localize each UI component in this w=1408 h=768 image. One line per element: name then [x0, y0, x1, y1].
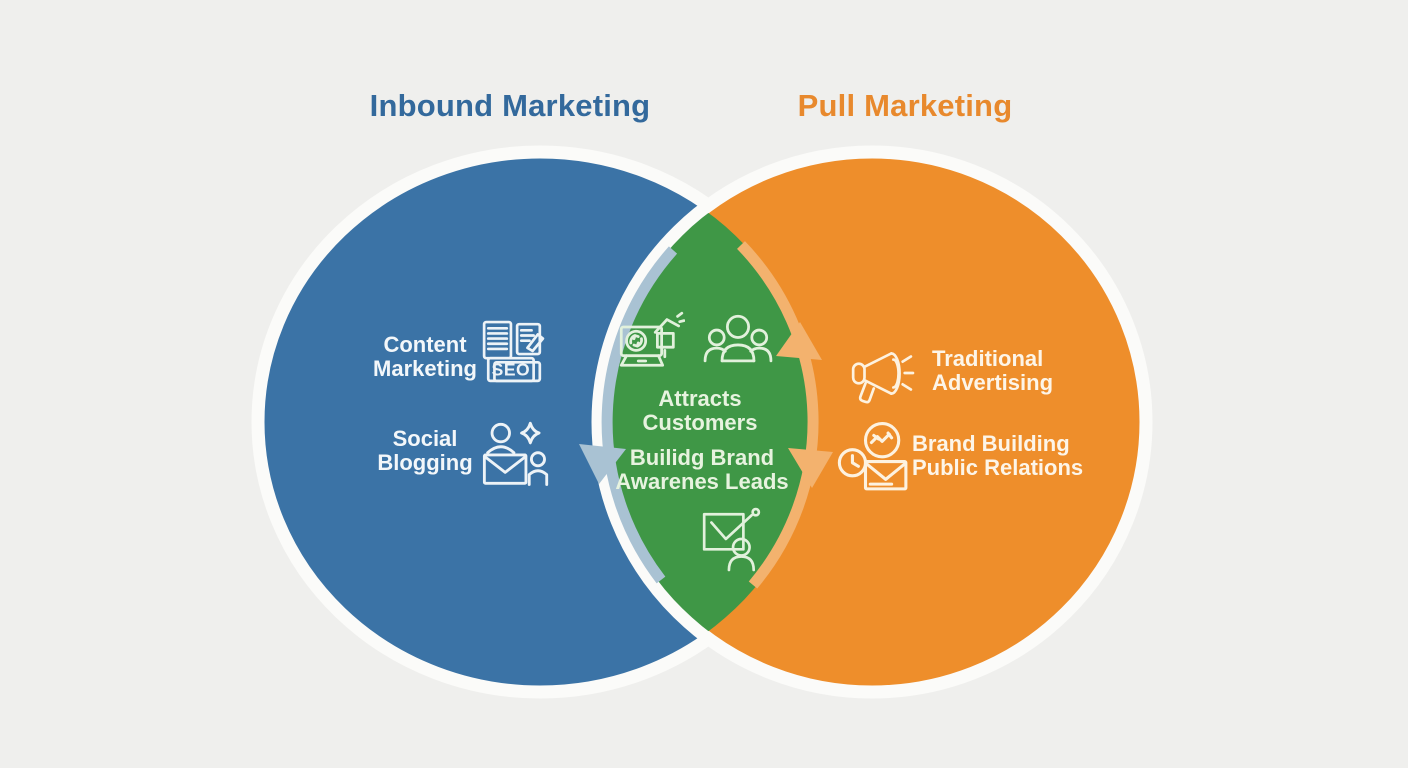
pr-clock-mail-icon	[836, 420, 914, 496]
inbound-marketing-title: Inbound Marketing	[369, 88, 651, 123]
traditional-line1: Traditional	[932, 346, 1044, 371]
build-brand-line2: Awarenes Leads	[615, 469, 789, 494]
content-marketing-line1: Content	[383, 332, 467, 357]
laptop-campaign-icon	[617, 310, 686, 378]
brand-building-pr-label: Brand Building Public Relations	[912, 432, 1147, 480]
flow-band-left	[601, 246, 678, 584]
audience-group-icon	[700, 312, 776, 380]
seo-documents-icon: SEO	[480, 318, 546, 386]
flow-arrow-left-down-icon	[579, 444, 626, 484]
build-brand-line1: Builidg Brand	[629, 445, 775, 470]
growth-presentation-icon	[698, 506, 764, 572]
content-marketing-line2: Marketing	[373, 356, 477, 381]
social-blogging-line2: Blogging	[377, 450, 473, 475]
traditional-line2: Advertising	[932, 370, 1054, 395]
brand-building-line1: Brand Building	[912, 431, 1070, 456]
flow-arrow-right-up-icon	[776, 322, 822, 360]
content-marketing-label: Content Marketing	[340, 333, 510, 381]
social-blogging-line1: Social	[392, 426, 458, 451]
traditional-advertising-label: Traditional Advertising	[932, 347, 1142, 395]
build-brand-awareness-label: Builidg Brand Awarenes Leads	[578, 446, 826, 494]
megaphone-icon	[843, 340, 919, 406]
seo-badge-text: SEO	[492, 360, 531, 380]
flow-band-right	[737, 241, 819, 589]
attracts-line1: Attracts	[658, 386, 742, 411]
social-blogging-icon	[480, 420, 550, 492]
brand-building-line2: Public Relations	[912, 455, 1084, 480]
social-blogging-label: Social Blogging	[340, 427, 510, 475]
attracts-line2: Customers	[642, 410, 758, 435]
flow-arrow-right-down-icon	[788, 448, 833, 488]
attracts-customers-label: Attracts Customers	[605, 387, 795, 435]
pull-marketing-title: Pull Marketing	[797, 88, 1013, 123]
